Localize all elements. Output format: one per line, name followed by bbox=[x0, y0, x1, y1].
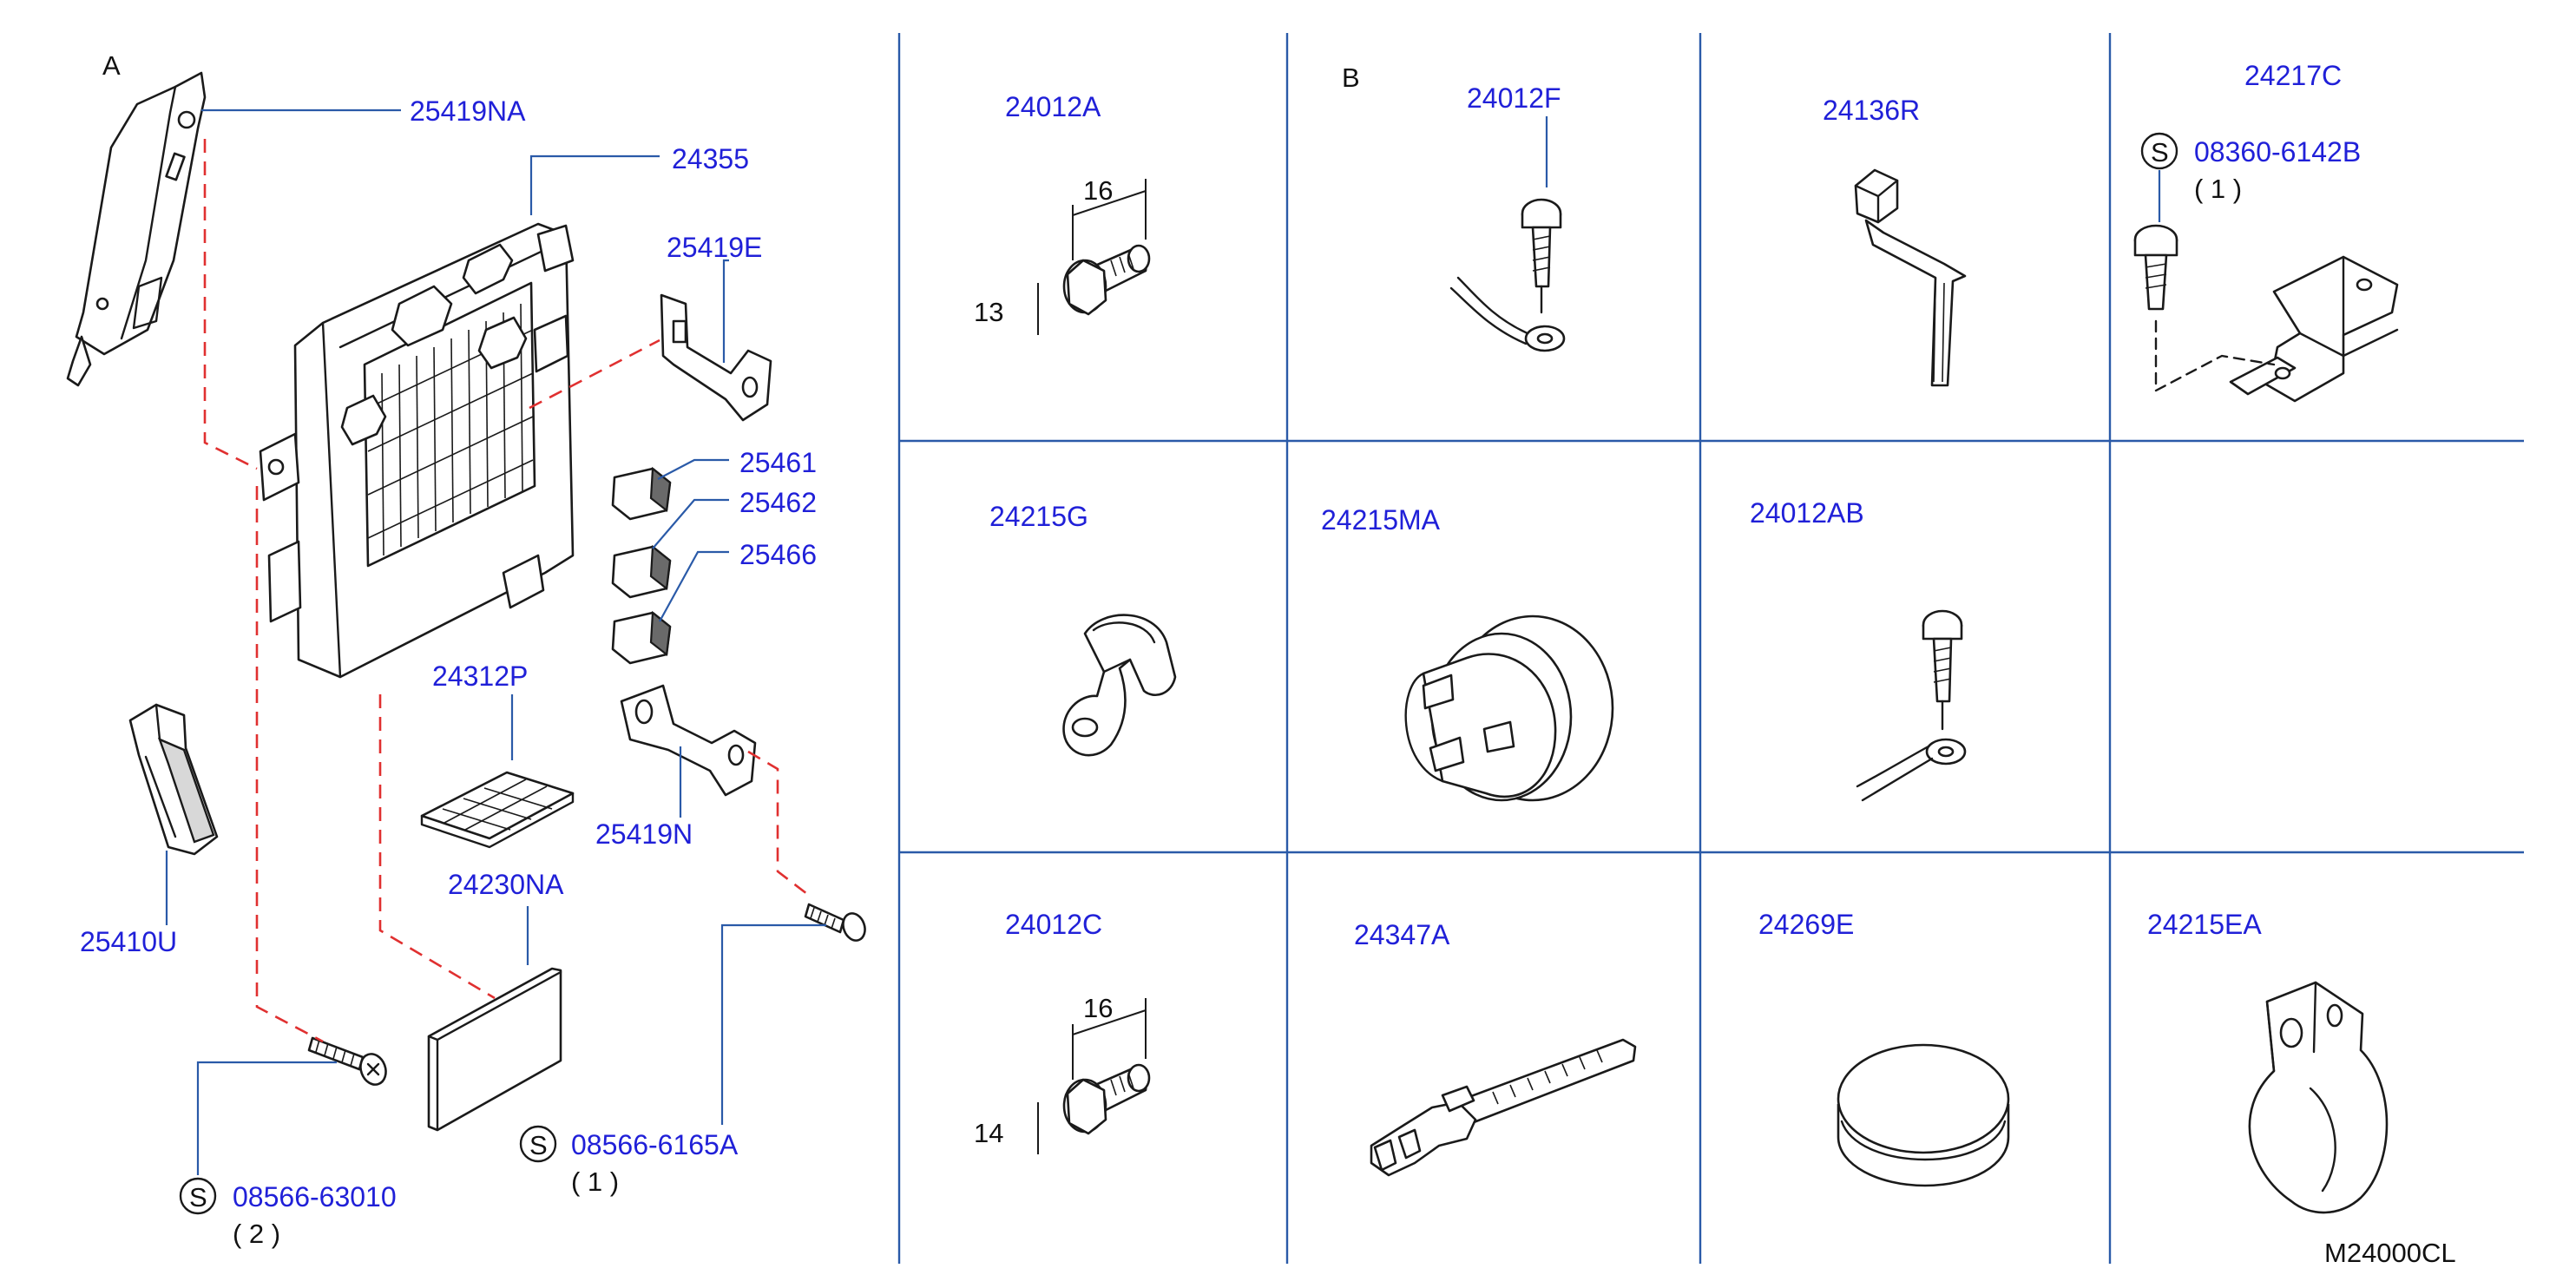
cover-24230na-drawing bbox=[427, 967, 562, 1132]
part-label-25419na: 25419NA bbox=[410, 95, 526, 127]
standard-part-mark-icon bbox=[2140, 132, 2178, 170]
bracket-25419n-drawing bbox=[620, 684, 757, 797]
parts-grid bbox=[897, 33, 2524, 1264]
bolt-24012a-drawing bbox=[1062, 244, 1151, 316]
reference-label-a: A bbox=[102, 50, 121, 81]
leader-25462 bbox=[652, 498, 729, 549]
part-label-25410u: 25410U bbox=[80, 926, 177, 957]
leader-08566-6165a bbox=[720, 923, 826, 1125]
relay-25410u-drawing bbox=[128, 703, 219, 856]
leader-25419e bbox=[722, 259, 729, 363]
cable-tie-24347a-drawing bbox=[1370, 1038, 1637, 1177]
leader-08566-63010 bbox=[196, 1061, 337, 1175]
part-label-24012f: 24012F bbox=[1467, 82, 1561, 114]
part-label-25461: 25461 bbox=[739, 447, 817, 478]
dim-length-24012c: 16 bbox=[1083, 993, 1113, 1023]
part-label-24215ea: 24215EA bbox=[2147, 909, 2262, 940]
plug-24269e-drawing bbox=[1837, 1043, 2010, 1187]
bolt-24012ab-drawing bbox=[1856, 609, 1967, 802]
fuse-25466-drawing bbox=[611, 610, 672, 665]
bracket-24217c-drawing bbox=[2133, 224, 2399, 403]
part-label-24215g: 24215G bbox=[989, 501, 1088, 532]
part-label-08566-63010: 08566-63010 bbox=[233, 1181, 397, 1212]
part-label-24347a: 24347A bbox=[1354, 919, 1450, 950]
part-label-25419n: 25419N bbox=[595, 818, 693, 850]
part-label-08360-6142b: 08360-6142B bbox=[2194, 136, 2361, 168]
leader-25466 bbox=[659, 550, 729, 622]
part-label-24012c: 24012C bbox=[1005, 909, 1102, 940]
part-label-08566-6165a: 08566-6165A bbox=[571, 1129, 739, 1160]
bolt-24012c-drawing bbox=[1062, 1063, 1151, 1135]
leader-24355 bbox=[529, 154, 660, 215]
part-label-24215ma: 24215MA bbox=[1321, 504, 1441, 536]
part-label-24230na: 24230NA bbox=[448, 869, 564, 900]
reference-label-b: B bbox=[1342, 62, 1360, 93]
part-label-24355: 24355 bbox=[672, 143, 749, 174]
qty-08566-6165a: ( 1 ) bbox=[571, 1166, 619, 1197]
part-label-24012a: 24012A bbox=[1005, 91, 1101, 122]
part-label-24012ab: 24012AB bbox=[1750, 497, 1864, 529]
dim-length-24012a: 16 bbox=[1083, 175, 1113, 206]
clip-24215g-drawing bbox=[1062, 614, 1177, 757]
s-mark-08360-6142b: S bbox=[2151, 137, 2169, 168]
dimension-24012c bbox=[1037, 998, 1147, 1154]
assembly-dashed-lines bbox=[203, 139, 808, 1043]
part-label-24269e: 24269E bbox=[1758, 909, 1854, 940]
s-mark-08566-6165a: S bbox=[529, 1130, 548, 1160]
qty-08566-63010: ( 2 ) bbox=[233, 1219, 280, 1249]
bracket-24136r-drawing bbox=[1854, 168, 1967, 387]
bolt-24012f-drawing bbox=[1449, 198, 1566, 352]
dim-diameter-24012c: 14 bbox=[974, 1118, 1003, 1148]
bracket-25419e-drawing bbox=[660, 293, 772, 422]
screw-08566-63010-drawing bbox=[307, 1036, 387, 1086]
clamp-24215ea-drawing bbox=[2248, 981, 2389, 1214]
grommet-24215ma-drawing bbox=[1404, 614, 1614, 802]
part-label-25419e: 25419E bbox=[667, 232, 762, 263]
s-mark-08566-63010: S bbox=[189, 1182, 207, 1212]
drawing-number: M24000CL bbox=[2324, 1238, 2456, 1268]
fuse-block-24355-drawing bbox=[259, 222, 575, 679]
leader-25461 bbox=[657, 458, 729, 480]
standard-part-mark-icon bbox=[179, 1177, 217, 1215]
screw-08566-6165a-drawing bbox=[804, 903, 866, 942]
fuse-25461-drawing bbox=[611, 466, 672, 521]
part-label-24136r: 24136R bbox=[1823, 95, 1920, 126]
dimension-24012a bbox=[1037, 179, 1147, 335]
part-label-25466: 25466 bbox=[739, 539, 817, 570]
qty-08360-6142b: ( 1 ) bbox=[2194, 174, 2242, 204]
part-label-25462: 25462 bbox=[739, 487, 817, 518]
pad-24312p-drawing bbox=[420, 771, 575, 849]
bracket-25419na-drawing bbox=[66, 71, 207, 387]
part-label-24312p: 24312P bbox=[432, 660, 528, 692]
standard-part-mark-icon bbox=[519, 1125, 557, 1163]
part-label-24217c: 24217C bbox=[2244, 60, 2342, 91]
fuse-25462-drawing bbox=[611, 544, 672, 599]
dim-diameter-24012a: 13 bbox=[974, 297, 1003, 327]
